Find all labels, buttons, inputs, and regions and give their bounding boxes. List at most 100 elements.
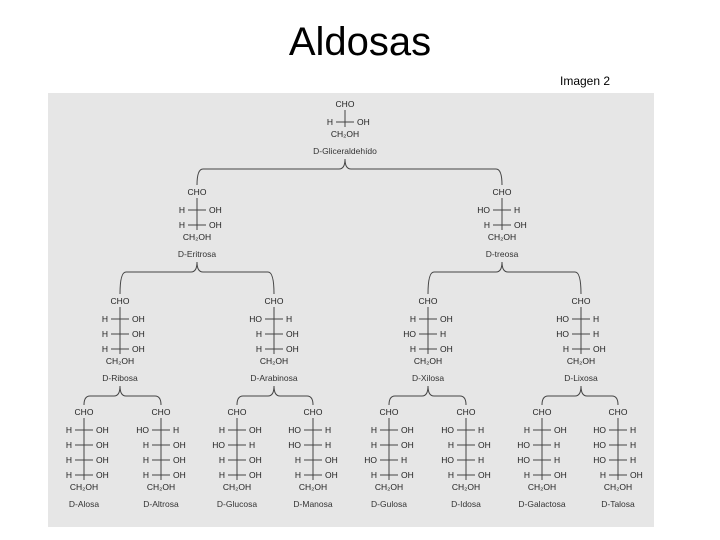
- left-substituent-label: HO: [517, 440, 530, 450]
- left-substituent-label: H: [410, 344, 416, 354]
- right-substituent-label: OH: [593, 344, 606, 354]
- left-substituent-label: H: [143, 440, 149, 450]
- left-substituent-label: HO: [288, 440, 301, 450]
- left-substituent-label: H: [219, 470, 225, 480]
- left-substituent-label: H: [179, 205, 185, 215]
- sugar-name-label: D-treosa: [486, 249, 519, 259]
- branch-bracket: [196, 158, 503, 186]
- right-substituent-label: OH: [401, 440, 414, 450]
- right-substituent-label: H: [554, 440, 560, 450]
- right-substituent-label: OH: [554, 470, 567, 480]
- right-substituent-label: OH: [209, 220, 222, 230]
- left-substituent-label: HO: [212, 440, 225, 450]
- page-title: Aldosas: [288, 20, 432, 64]
- right-substituent-label: OH: [249, 470, 262, 480]
- left-substituent-label: HO: [364, 455, 377, 465]
- left-substituent-label: HO: [477, 205, 490, 215]
- bottom-group-label: CH₂OH: [223, 482, 251, 492]
- right-substituent-label: OH: [249, 425, 262, 435]
- right-substituent-label: H: [478, 455, 484, 465]
- right-substituent-label: H: [249, 440, 255, 450]
- right-substituent-label: H: [478, 425, 484, 435]
- sugar-name-label: D-Alosa: [69, 499, 100, 509]
- right-substituent-label: OH: [401, 425, 414, 435]
- bottom-group-label: CH₂OH: [452, 482, 480, 492]
- right-substituent-label: H: [286, 314, 292, 324]
- sugar-name-label: D-Gliceraldehído: [313, 146, 377, 156]
- left-substituent-label: HO: [593, 425, 606, 435]
- sugar-name-label: D-Glucosa: [217, 499, 257, 509]
- top-group-label: CHO: [336, 99, 355, 109]
- right-substituent-label: H: [325, 425, 331, 435]
- right-substituent-label: OH: [357, 117, 370, 127]
- left-substituent-label: HO: [441, 455, 454, 465]
- left-substituent-label: H: [66, 425, 72, 435]
- right-substituent-label: H: [593, 314, 599, 324]
- left-substituent-label: H: [256, 329, 262, 339]
- top-group-label: CHO: [152, 407, 171, 417]
- branch-bracket: [119, 261, 275, 295]
- right-substituent-label: OH: [554, 425, 567, 435]
- right-substituent-label: H: [325, 440, 331, 450]
- top-group-label: CHO: [419, 296, 438, 306]
- sugar-name-label: D-Galactosa: [518, 499, 566, 509]
- left-substituent-label: HO: [593, 440, 606, 450]
- left-substituent-label: H: [448, 440, 454, 450]
- sugar-name-label: D-Idosa: [451, 499, 481, 509]
- right-substituent-label: OH: [132, 314, 145, 324]
- right-substituent-label: H: [593, 329, 599, 339]
- right-substituent-label: OH: [478, 470, 491, 480]
- bottom-group-label: CH₂OH: [414, 356, 442, 366]
- right-substituent-label: H: [173, 425, 179, 435]
- left-substituent-label: H: [66, 440, 72, 450]
- top-group-label: CHO: [572, 296, 591, 306]
- bottom-group-label: CH₂OH: [260, 356, 288, 366]
- image-caption: Imagen 2: [560, 74, 611, 88]
- top-group-label: CHO: [380, 407, 399, 417]
- left-substituent-label: H: [143, 470, 149, 480]
- left-substituent-label: H: [102, 344, 108, 354]
- left-substituent-label: HO: [288, 425, 301, 435]
- right-substituent-label: H: [630, 455, 636, 465]
- left-substituent-label: H: [102, 329, 108, 339]
- left-substituent-label: HO: [249, 314, 262, 324]
- left-substituent-label: H: [295, 470, 301, 480]
- top-group-label: CHO: [533, 407, 552, 417]
- top-group-label: CHO: [188, 187, 207, 197]
- branch-bracket: [427, 261, 582, 295]
- right-substituent-label: OH: [96, 470, 109, 480]
- left-substituent-label: HO: [593, 455, 606, 465]
- right-substituent-label: OH: [96, 455, 109, 465]
- left-substituent-label: H: [66, 470, 72, 480]
- bottom-group-label: CH₂OH: [488, 232, 516, 242]
- right-substituent-label: OH: [96, 440, 109, 450]
- sugar-name-label: D-Manosa: [293, 499, 332, 509]
- top-group-label: CHO: [609, 407, 628, 417]
- top-group-label: CHO: [304, 407, 323, 417]
- bottom-group-label: CH₂OH: [604, 482, 632, 492]
- top-group-label: CHO: [493, 187, 512, 197]
- sugar-name-label: D-Gulosa: [371, 499, 407, 509]
- diagram-background: [48, 93, 654, 527]
- right-substituent-label: H: [514, 205, 520, 215]
- left-substituent-label: H: [256, 344, 262, 354]
- sugar-name-label: D-Lixosa: [564, 373, 598, 383]
- left-substituent-label: H: [524, 470, 530, 480]
- top-group-label: CHO: [111, 296, 130, 306]
- sugar-name-label: D-Talosa: [601, 499, 635, 509]
- right-substituent-label: OH: [440, 314, 453, 324]
- left-substituent-label: HO: [136, 425, 149, 435]
- left-substituent-label: HO: [403, 329, 416, 339]
- top-group-label: CHO: [457, 407, 476, 417]
- right-substituent-label: OH: [209, 205, 222, 215]
- bottom-group-label: CH₂OH: [147, 482, 175, 492]
- bottom-group-label: CH₂OH: [567, 356, 595, 366]
